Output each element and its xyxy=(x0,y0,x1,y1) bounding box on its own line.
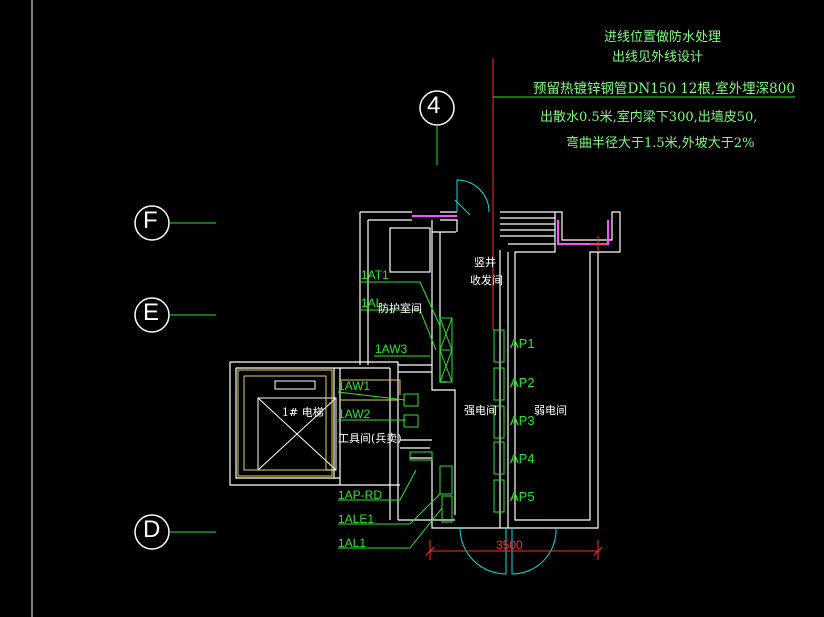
ap-panels xyxy=(493,329,505,513)
elevator-shaft-outline xyxy=(237,369,401,477)
tag-1aw3: 1AW3 xyxy=(375,342,408,356)
axis-bubble-F xyxy=(134,205,216,241)
door-swings xyxy=(454,179,557,575)
tag-1al: 1AL xyxy=(361,296,383,310)
axis-label-D: D xyxy=(143,516,161,543)
tag-1al1: 1AL1 xyxy=(338,536,367,550)
tag-1at1: 1AT1 xyxy=(361,268,389,282)
axis-bubble-D xyxy=(134,514,216,550)
ap-label-3: AP3 xyxy=(510,413,535,428)
ap-label-4: AP4 xyxy=(510,451,535,466)
note-line-4: 出散水0.5米,室内梁下300,出墙皮50, xyxy=(540,110,758,125)
ap-label-2: AP2 xyxy=(510,375,535,390)
dimension-line xyxy=(425,540,603,560)
axis-bubble-4 xyxy=(419,90,455,165)
ap-label-5: AP5 xyxy=(510,489,535,504)
ap-label-1: AP1 xyxy=(510,336,535,351)
note-line-1: 进线位置做防水处理 xyxy=(604,30,722,45)
tag-1aw2: 1AW2 xyxy=(338,407,371,421)
room-strong-current: 强电间 xyxy=(464,404,497,417)
room-weak-current: 弱电间 xyxy=(534,404,567,417)
note-line-5: 弯曲半径大于1.5米,外坡大于2% xyxy=(566,136,755,151)
room-tool: 工具间(兵卖) xyxy=(338,432,402,445)
tag-1ap-rd: 1AP-RD xyxy=(338,488,383,502)
room-protection: 防护室间 xyxy=(378,302,422,315)
dimension-text: 3500 xyxy=(496,538,523,552)
axis-label-E: E xyxy=(143,299,160,326)
room-transceiver: 收发间 xyxy=(470,274,503,287)
tag-1aw1: 1AW1 xyxy=(338,379,371,393)
note-line-2: 出线见外线设计 xyxy=(612,50,704,65)
axis-label-F: F xyxy=(143,207,158,234)
room-elevator: 1# 电梯 xyxy=(282,406,324,419)
building-walls xyxy=(229,211,621,529)
axis-bubble-E xyxy=(134,297,216,333)
note-line-3: 预留热镀锌钢管DN150 12根,室外埋深800 xyxy=(533,81,795,97)
entry-point-mark xyxy=(590,236,606,252)
leader-lines xyxy=(337,281,443,549)
room-cable-shaft: 竖井 xyxy=(474,256,496,269)
waterproof-marks xyxy=(412,215,609,245)
axis-label-4: 4 xyxy=(427,92,441,119)
distribution-boxes xyxy=(403,317,453,523)
elevator-car xyxy=(257,380,337,471)
tag-1ale1: 1ALE1 xyxy=(338,512,375,526)
